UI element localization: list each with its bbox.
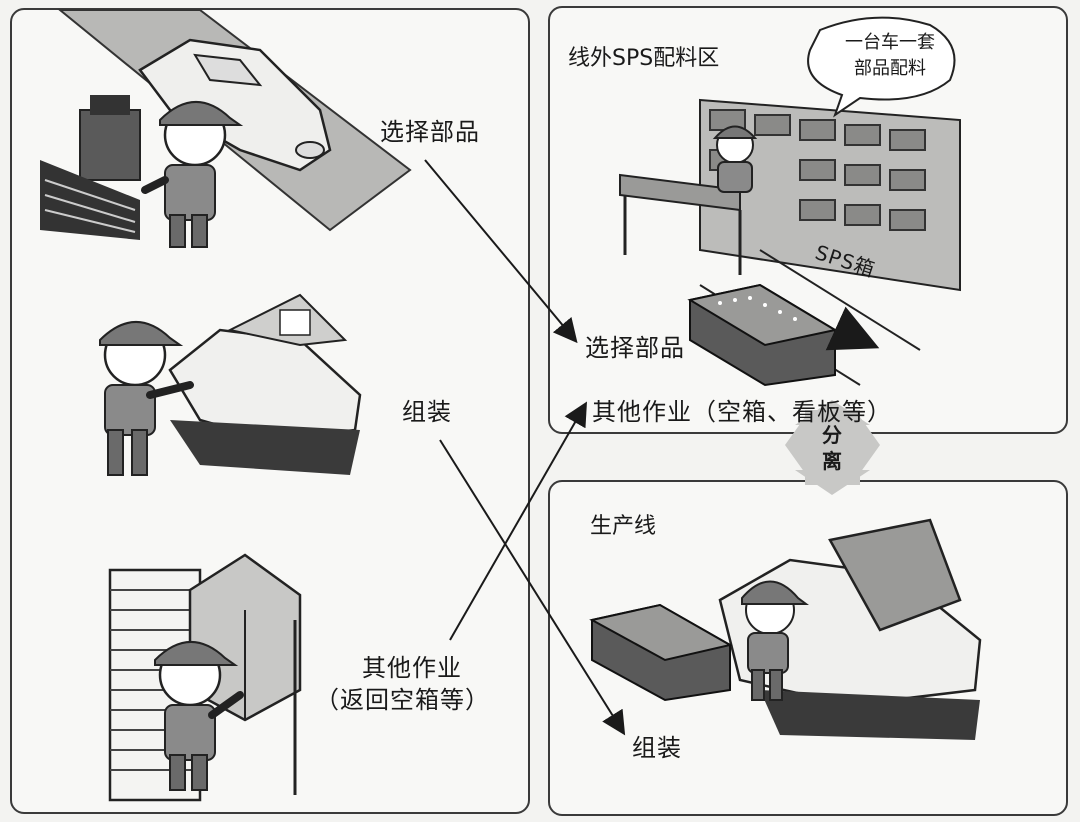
arrow-assemble: [439, 439, 626, 736]
line-assemble-label: 组装: [632, 734, 682, 762]
worker-returning-box-illustration: [108, 553, 302, 802]
separation-label: 分 离: [817, 422, 847, 474]
sps-select-parts-label: 选择部品: [585, 334, 685, 362]
arrow-other-work: [449, 401, 587, 641]
production-line-illustration: [589, 518, 982, 740]
sps-area-title: 线外SPS配料区: [568, 46, 720, 71]
left-other-work-detail: （返回空箱等）: [315, 686, 490, 714]
bubble-line-1: 一台车一套: [845, 32, 935, 53]
left-assemble-label: 组装: [402, 398, 452, 426]
separation-char-2: 离: [822, 449, 842, 473]
separation-double-arrow: [785, 400, 880, 495]
separation-char-1: 分: [822, 423, 842, 447]
arrow-select-parts: [424, 159, 578, 344]
speech-bubble: 一台车一套 部品配料: [830, 30, 950, 82]
worker-assembling-illustration: [99, 293, 362, 476]
left-other-work-label: 其他作业: [362, 654, 462, 682]
worker-picking-parts-illustration: [40, 9, 412, 248]
sps-other-work-label: 其他作业（空箱、看板等）: [592, 398, 892, 426]
bubble-line-2: 部品配料: [854, 58, 926, 79]
left-select-parts-label: 选择部品: [380, 118, 480, 146]
sps-kitting-area-illustration: [619, 16, 961, 387]
production-line-title: 生产线: [590, 514, 657, 539]
